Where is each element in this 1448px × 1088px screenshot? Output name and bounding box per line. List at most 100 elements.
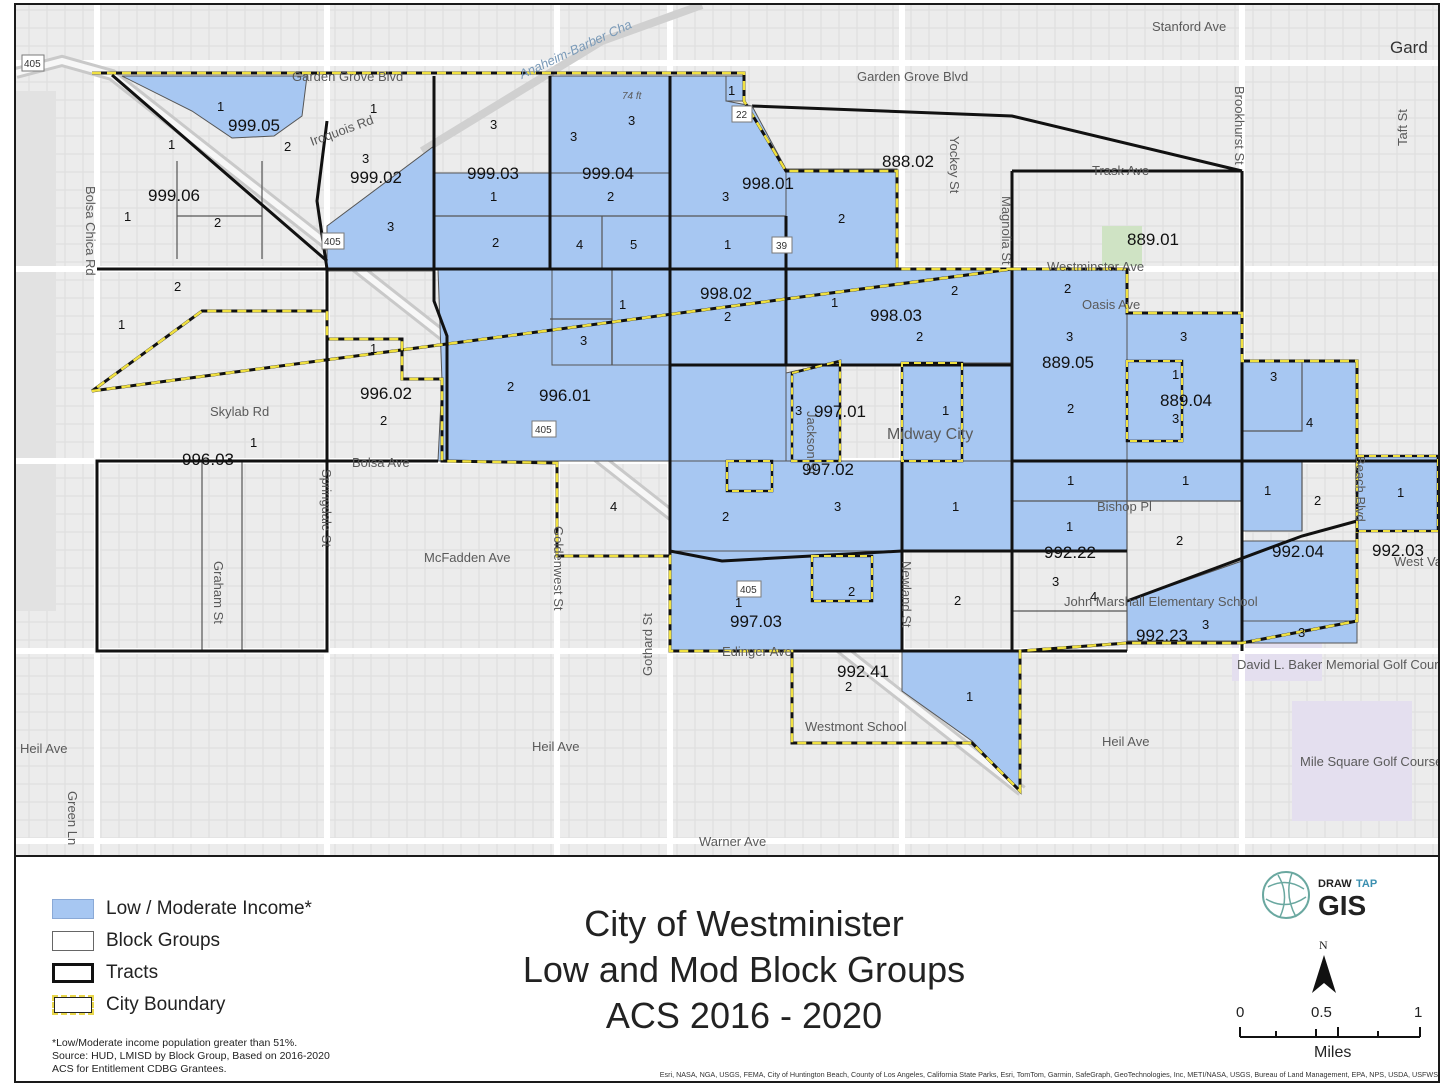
- mile-square-park: [1292, 701, 1412, 821]
- shield-405-b: 405: [324, 237, 341, 248]
- logo-gis: GIS: [1318, 890, 1366, 921]
- street-edinger: Edinger Ave: [722, 644, 792, 659]
- svg-text:4: 4: [610, 499, 617, 514]
- shield-405-c: 405: [535, 425, 552, 436]
- tract-label: 992.04: [1272, 542, 1324, 561]
- lowmod-99701c: [901, 362, 963, 462]
- tract-label: 889.04: [1160, 391, 1212, 410]
- svg-text:3: 3: [795, 403, 802, 418]
- footnote: *Low/Moderate income population greater …: [52, 1037, 392, 1076]
- street-brookhurst: Brookhurst St: [1232, 86, 1247, 165]
- tract-label: 999.04: [582, 164, 634, 183]
- svg-text:5: 5: [630, 237, 637, 252]
- svg-text:1: 1: [724, 237, 731, 252]
- svg-text:1: 1: [1067, 473, 1074, 488]
- scale-tick-05: 0.5: [1311, 1004, 1332, 1021]
- svg-text:1: 1: [735, 595, 742, 610]
- street-garden-grove-w: Garden Grove Blvd: [292, 69, 403, 84]
- tract-label: 997.01: [814, 402, 866, 421]
- street-heil-w: Heil Ave: [20, 741, 67, 756]
- legend-swatch-low-mod: [52, 899, 94, 919]
- svg-text:3: 3: [1172, 411, 1179, 426]
- golf-course-area: [1232, 641, 1322, 681]
- tract-labels: 999.05 999.06 999.02 999.03 999.04 998.0…: [148, 116, 1424, 681]
- legend-swatch-city-boundary: [52, 995, 94, 1015]
- svg-text:3: 3: [834, 499, 841, 514]
- legend-label: City Boundary: [106, 994, 226, 1015]
- route-22: [419, 5, 704, 155]
- map-canvas[interactable]: Stanford Ave Garden Grove Blvd Garden Gr…: [16, 5, 1438, 855]
- svg-text:1: 1: [1397, 485, 1404, 500]
- svg-text:2: 2: [492, 235, 499, 250]
- street-newland: Newland St: [899, 561, 914, 628]
- svg-text:1: 1: [370, 101, 377, 116]
- svg-text:1: 1: [1264, 483, 1271, 498]
- title-line-2: Low and Mod Block Groups: [522, 949, 966, 990]
- lowmod-88904b: [1241, 360, 1358, 462]
- map-legend-divider: [16, 855, 1438, 857]
- block-group-lines: [176, 161, 1303, 651]
- tract-label: 997.02: [802, 460, 854, 479]
- street-graham: Graham St: [211, 561, 226, 624]
- street-stanford: Stanford Ave: [1152, 19, 1226, 34]
- drawtap-gis-logo: DRAW TAP GIS: [1262, 871, 1377, 921]
- svg-text:2: 2: [1067, 401, 1074, 416]
- shield-22: 22: [736, 110, 748, 121]
- street-garden-grove-e: Garden Grove Blvd: [857, 69, 968, 84]
- scale-tick-1: 1: [1414, 1004, 1422, 1021]
- svg-text:1: 1: [118, 317, 125, 332]
- svg-text:2: 2: [214, 215, 221, 230]
- street-heil-e: Heil Ave: [1102, 734, 1149, 749]
- legend-item-low-mod: Low / Moderate Income*: [52, 893, 312, 925]
- scale-unit: Miles: [1314, 1044, 1351, 1061]
- svg-text:2: 2: [954, 593, 961, 608]
- street-trask: Trask Ave: [1092, 163, 1149, 178]
- elevation-label: 74 ft: [622, 91, 643, 102]
- place-west-vall: West Vall: [1394, 554, 1438, 569]
- north-label: N: [1319, 938, 1328, 952]
- svg-text:2: 2: [838, 211, 845, 226]
- tract-label: 999.06: [148, 186, 200, 205]
- title-line-3: ACS 2016 - 2020: [605, 995, 883, 1036]
- svg-text:1: 1: [1066, 519, 1073, 534]
- svg-text:1: 1: [250, 435, 257, 450]
- tract-label: 992.22: [1044, 543, 1096, 562]
- lowmod-99701a: [669, 364, 787, 462]
- svg-text:2: 2: [284, 139, 291, 154]
- svg-text:3: 3: [628, 113, 635, 128]
- legend-swatch-block-groups: [52, 931, 94, 951]
- street-taft: Taft St: [1395, 109, 1410, 146]
- lowmod-99904: [549, 75, 671, 174]
- svg-text:3: 3: [387, 219, 394, 234]
- svg-text:3: 3: [570, 129, 577, 144]
- tract-label: 992.03: [1372, 541, 1424, 560]
- place-midway-city: Midway City: [887, 426, 973, 443]
- svg-text:2: 2: [507, 379, 514, 394]
- tract-label: 888.02: [882, 152, 934, 171]
- map-svg: Stanford Ave Garden Grove Blvd Garden Gr…: [16, 5, 1438, 855]
- footnote-line: Source: HUD, LMISD by Block Group, Based…: [52, 1050, 330, 1062]
- svg-text:2: 2: [380, 413, 387, 428]
- svg-text:1: 1: [966, 689, 973, 704]
- place-gard: Gard: [1390, 38, 1428, 57]
- svg-text:4: 4: [576, 237, 583, 252]
- svg-text:3: 3: [1180, 329, 1187, 344]
- industrial-area: [16, 91, 56, 611]
- place-mile-square: Mile Square Golf Course: [1300, 754, 1438, 769]
- tract-label: 889.01: [1127, 230, 1179, 249]
- block-group-labels: 1 1 2 1 3 1 2 3 2 1 3 3 1 2 1 3 3 2 2 4: [118, 83, 1404, 704]
- street-oasis: Oasis Ave: [1082, 297, 1140, 312]
- svg-text:2: 2: [951, 283, 958, 298]
- street-magnolia: Magnolia St: [999, 196, 1014, 265]
- map-title: City of Westminister Low and Mod Block G…: [474, 901, 1014, 1039]
- tract-label: 992.23: [1136, 626, 1188, 645]
- svg-text:2: 2: [848, 584, 855, 599]
- street-bolsa: Bolsa Ave: [352, 455, 410, 470]
- legend-item-tracts: Tracts: [52, 957, 312, 989]
- svg-text:1: 1: [952, 499, 959, 514]
- legend: Low / Moderate Income* Block Groups Trac…: [52, 893, 312, 1021]
- tract-label: 999.02: [350, 168, 402, 187]
- footnote-line: ACS for Entitlement CDBG Grantees.: [52, 1063, 227, 1075]
- svg-text:2: 2: [722, 509, 729, 524]
- svg-text:2: 2: [174, 279, 181, 294]
